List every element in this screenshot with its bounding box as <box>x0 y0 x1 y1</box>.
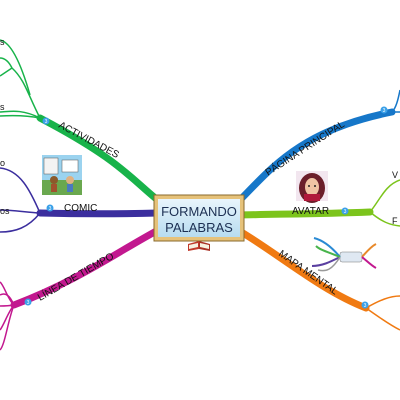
fragment-s-top: s <box>0 37 5 47</box>
badge-linea-tiempo-icon: 3 <box>24 298 32 306</box>
svg-text:3: 3 <box>45 119 48 125</box>
label-avatar: AVATAR <box>292 206 329 217</box>
label-actividades: ACTIVIDADES <box>57 120 121 161</box>
badge-avatar-icon: 3 <box>341 207 349 215</box>
svg-text:3: 3 <box>27 300 30 306</box>
svg-text:3: 3 <box>383 108 386 114</box>
branch-mapa-mental[interactable] <box>234 226 400 331</box>
badge-pagina-principal-icon: 3 <box>380 106 388 114</box>
central-topic[interactable]: FORMANDO PALABRAS <box>153 194 245 242</box>
badge-mapa-mental-icon: 3 <box>361 301 369 309</box>
svg-text:3: 3 <box>344 209 347 215</box>
book-icon <box>188 241 210 251</box>
branch-linea-tiempo[interactable] <box>0 224 166 351</box>
avatar-portrait[interactable] <box>296 171 328 203</box>
label-mapa-mental: MAPA MENTAL <box>276 248 340 297</box>
fragment-os: os <box>0 206 10 216</box>
mindmap-thumbnail[interactable] <box>311 237 377 272</box>
fragment-f: F <box>392 216 398 226</box>
svg-text:3: 3 <box>49 206 52 212</box>
badge-actividades-icon: 3 <box>42 117 50 125</box>
label-linea-tiempo: LÍNEA DE TIEMPO <box>35 249 116 303</box>
central-title-line2: PALABRAS <box>165 220 233 235</box>
central-title-line1: FORMANDO <box>161 204 237 219</box>
svg-text:3: 3 <box>364 303 367 309</box>
fragment-v: V <box>392 170 398 180</box>
fragment-o: o <box>0 158 5 168</box>
branch-avatar[interactable] <box>236 179 400 227</box>
label-pagina-principal: PÁGINA PRINCIPAL <box>263 117 348 178</box>
comic-thumbnail[interactable] <box>42 155 82 195</box>
badge-comic-icon: 3 <box>46 204 54 212</box>
label-comic: COMIC <box>64 203 97 214</box>
branch-pagina-principal[interactable] <box>236 89 400 204</box>
branch-actividades[interactable] <box>0 39 164 206</box>
fragment-s-mid: s <box>0 102 5 112</box>
branch-comic[interactable] <box>0 167 162 233</box>
